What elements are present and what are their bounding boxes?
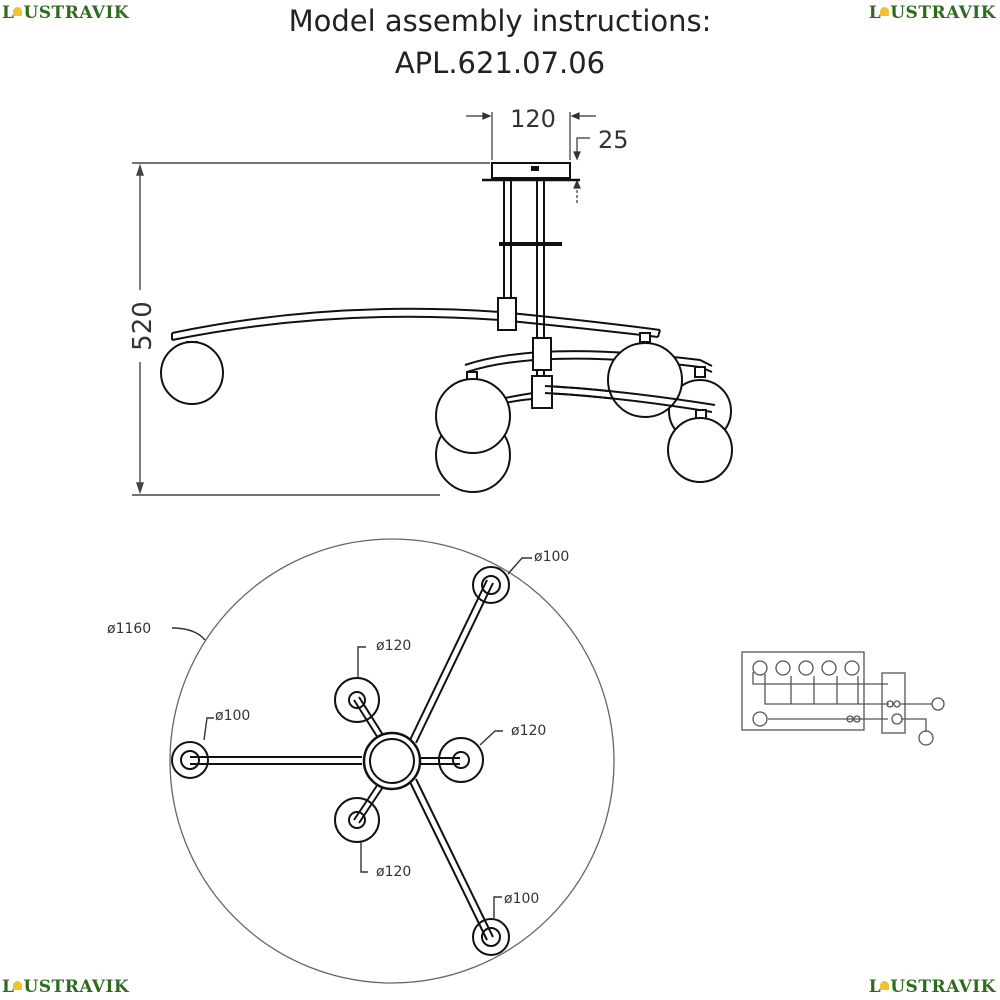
logo-text: USTRAVIK [890, 3, 996, 23]
arms [190, 579, 494, 941]
inner-shade-label: ø120 [376, 864, 411, 880]
outer-shade-label: ø100 [504, 891, 539, 907]
logo-letter: L [868, 977, 882, 997]
inner-shade-label: ø120 [376, 638, 411, 654]
top-view: ø1160 ø100 ø100 ø100 ø120 ø120 ø120 [107, 538, 615, 984]
shade-rings [171, 566, 510, 956]
lamp-icon [880, 980, 890, 990]
wiring-diagram [741, 651, 945, 746]
logo-text: USTRAVIK [23, 977, 130, 997]
side-view: 120 25 520 [128, 105, 733, 496]
outer-shade-label: ø100 [534, 549, 569, 565]
logo-text: USTRAVIK [23, 3, 130, 23]
bulb-icons [752, 660, 860, 727]
leader-lines [171, 557, 532, 918]
total-height-label: 520 [128, 301, 158, 351]
overall-diameter-circle [169, 538, 615, 984]
logo-letter: L [2, 977, 15, 997]
logo-letter: L [2, 3, 15, 23]
lamp-icon [880, 6, 890, 16]
canopy-width-label: 120 [510, 105, 556, 133]
brand-logo-top-right: L USTRAVIK [869, 3, 996, 23]
lamp-icon [13, 6, 23, 16]
brand-logo-bottom-left: L USTRAVIK [2, 977, 129, 997]
canopy-height-dimension [573, 137, 590, 205]
logo-letter: L [868, 3, 882, 23]
inner-shade-label: ø120 [511, 723, 546, 739]
globe-shades [160, 332, 733, 493]
brand-logo-top-left: L USTRAVIK [2, 3, 129, 23]
overall-diameter-label: ø1160 [107, 621, 151, 637]
total-height-dimension [132, 162, 490, 496]
outer-shade-label: ø100 [215, 708, 250, 724]
canopy-height-label: 25 [598, 126, 629, 154]
canopy-width-dimension [466, 112, 596, 160]
model-number: APL.621.07.06 [394, 46, 606, 80]
brand-logo-bottom-right: L USTRAVIK [869, 977, 996, 997]
lamp-icon [13, 980, 23, 990]
ground-icon [918, 730, 934, 746]
page-title: Model assembly instructions: [288, 4, 712, 38]
logo-text: USTRAVIK [890, 977, 996, 997]
